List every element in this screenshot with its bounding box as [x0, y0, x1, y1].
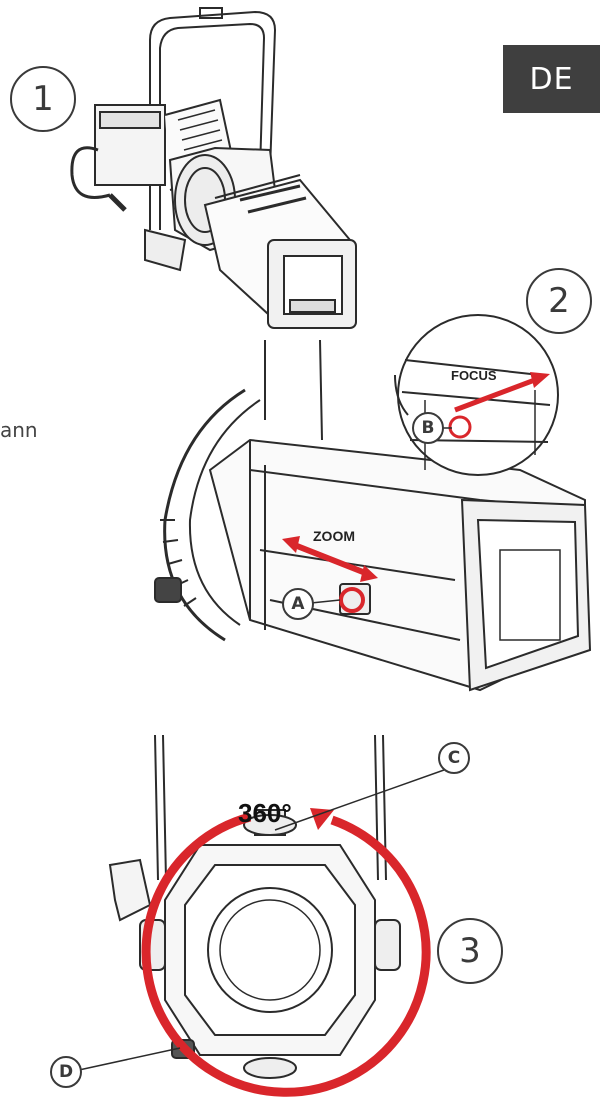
rotation-arrow	[141, 808, 431, 1097]
zoom-arrow	[282, 536, 378, 613]
callout-b: B	[412, 412, 444, 444]
callout-c: C	[438, 742, 470, 774]
spotlight-overview-drawing	[70, 7, 357, 329]
focus-arrow	[454, 372, 550, 413]
language-badge: DE	[503, 45, 600, 113]
focus-label: FOCUS	[451, 368, 497, 383]
rotation-label: 360°	[238, 798, 292, 828]
callout-d: D	[50, 1056, 82, 1088]
step-badge-2: 2	[526, 268, 592, 334]
step-badge-1: 1	[10, 66, 76, 132]
step-badge-3: 3	[437, 918, 503, 984]
zoom-focus-drawing	[154, 339, 592, 692]
focus-inset	[394, 314, 559, 476]
callout-a: A	[282, 588, 314, 620]
rotation-front-drawing	[108, 734, 401, 1079]
text-fragment: ann	[0, 418, 38, 442]
zoom-label: ZOOM	[313, 528, 355, 544]
